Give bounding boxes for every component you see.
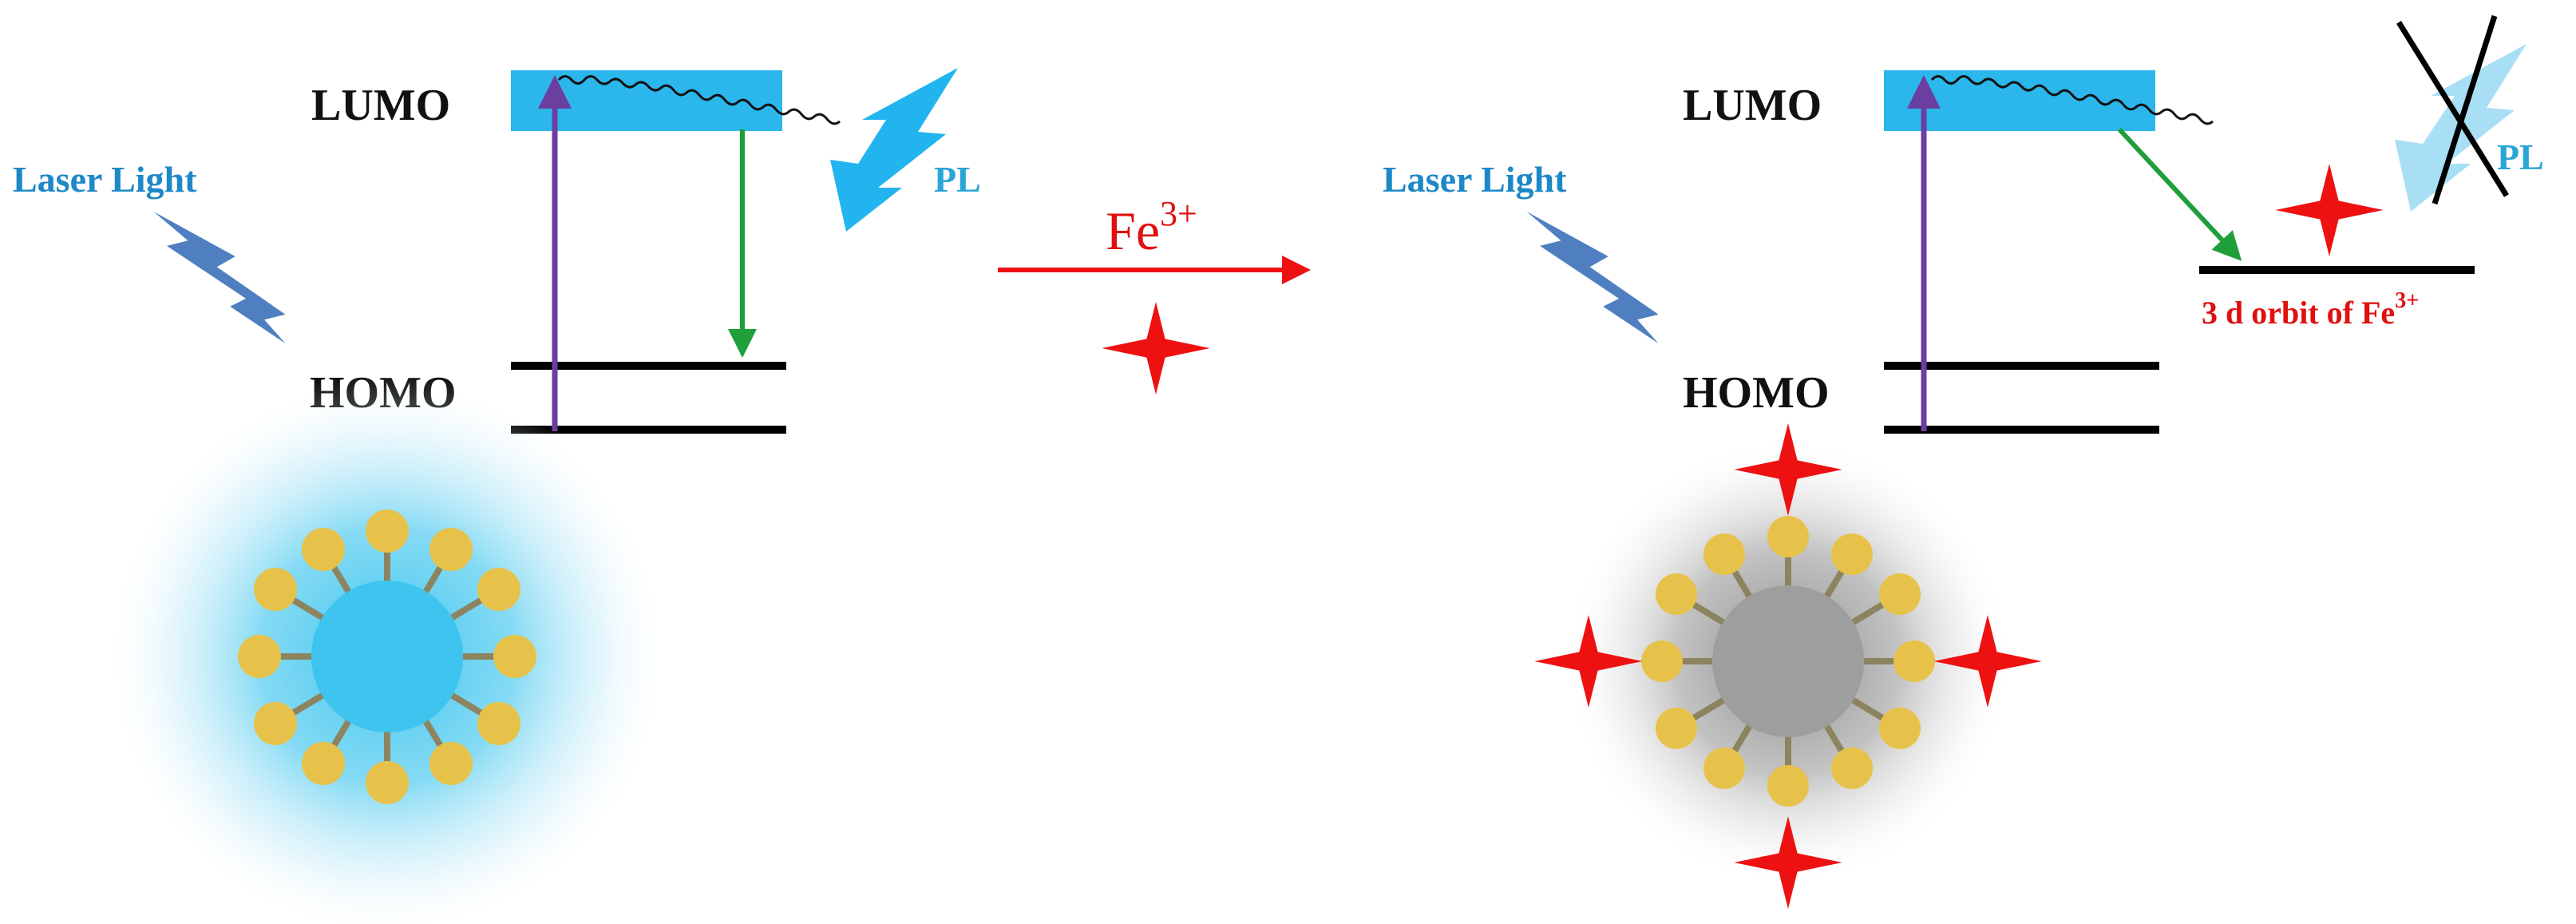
right-relaxation-wave bbox=[1930, 75, 2214, 125]
left-relaxation-wave bbox=[557, 75, 841, 125]
nanoparticle-icon bbox=[104, 373, 671, 924]
right-laser-label: Laser Light bbox=[1383, 159, 1567, 200]
reaction-ion-label: Fe3+ bbox=[1106, 194, 1197, 261]
left-panel: LUMO HOMO Laser Light PL bbox=[13, 68, 981, 924]
left-energy-diagram: LUMO HOMO bbox=[310, 70, 841, 434]
quench-cross-icon bbox=[2396, 14, 2509, 205]
pl-bolt-icon bbox=[830, 68, 958, 232]
fe-3d-orbit-label: 3 d orbit of Fe3+ bbox=[2202, 288, 2419, 331]
right-pl-label: PL bbox=[2497, 137, 2544, 177]
left-laser-label: Laser Light bbox=[13, 159, 197, 200]
left-pl-label: PL bbox=[934, 159, 981, 200]
left-lumo-label: LUMO bbox=[311, 81, 450, 130]
right-panel: LUMO HOMO 3 d orbit of Fe3+ Laser Light … bbox=[1383, 14, 2544, 909]
right-transfer-arrow bbox=[2117, 127, 2242, 261]
right-homo-label: HOMO bbox=[1683, 368, 1830, 418]
right-fe-ion-star-icon bbox=[2275, 164, 2384, 256]
quenched-nanoparticle-icon bbox=[1565, 438, 2012, 885]
right-laser-bolt-icon bbox=[1526, 212, 1659, 343]
reaction-arrow-group: Fe3+ bbox=[998, 194, 1311, 395]
right-lumo-label: LUMO bbox=[1683, 81, 1822, 130]
laser-bolt-icon bbox=[153, 212, 286, 343]
right-energy-diagram: LUMO HOMO 3 d orbit of Fe3+ bbox=[1683, 70, 2475, 434]
fe-ion-star-icon bbox=[1102, 302, 1210, 395]
